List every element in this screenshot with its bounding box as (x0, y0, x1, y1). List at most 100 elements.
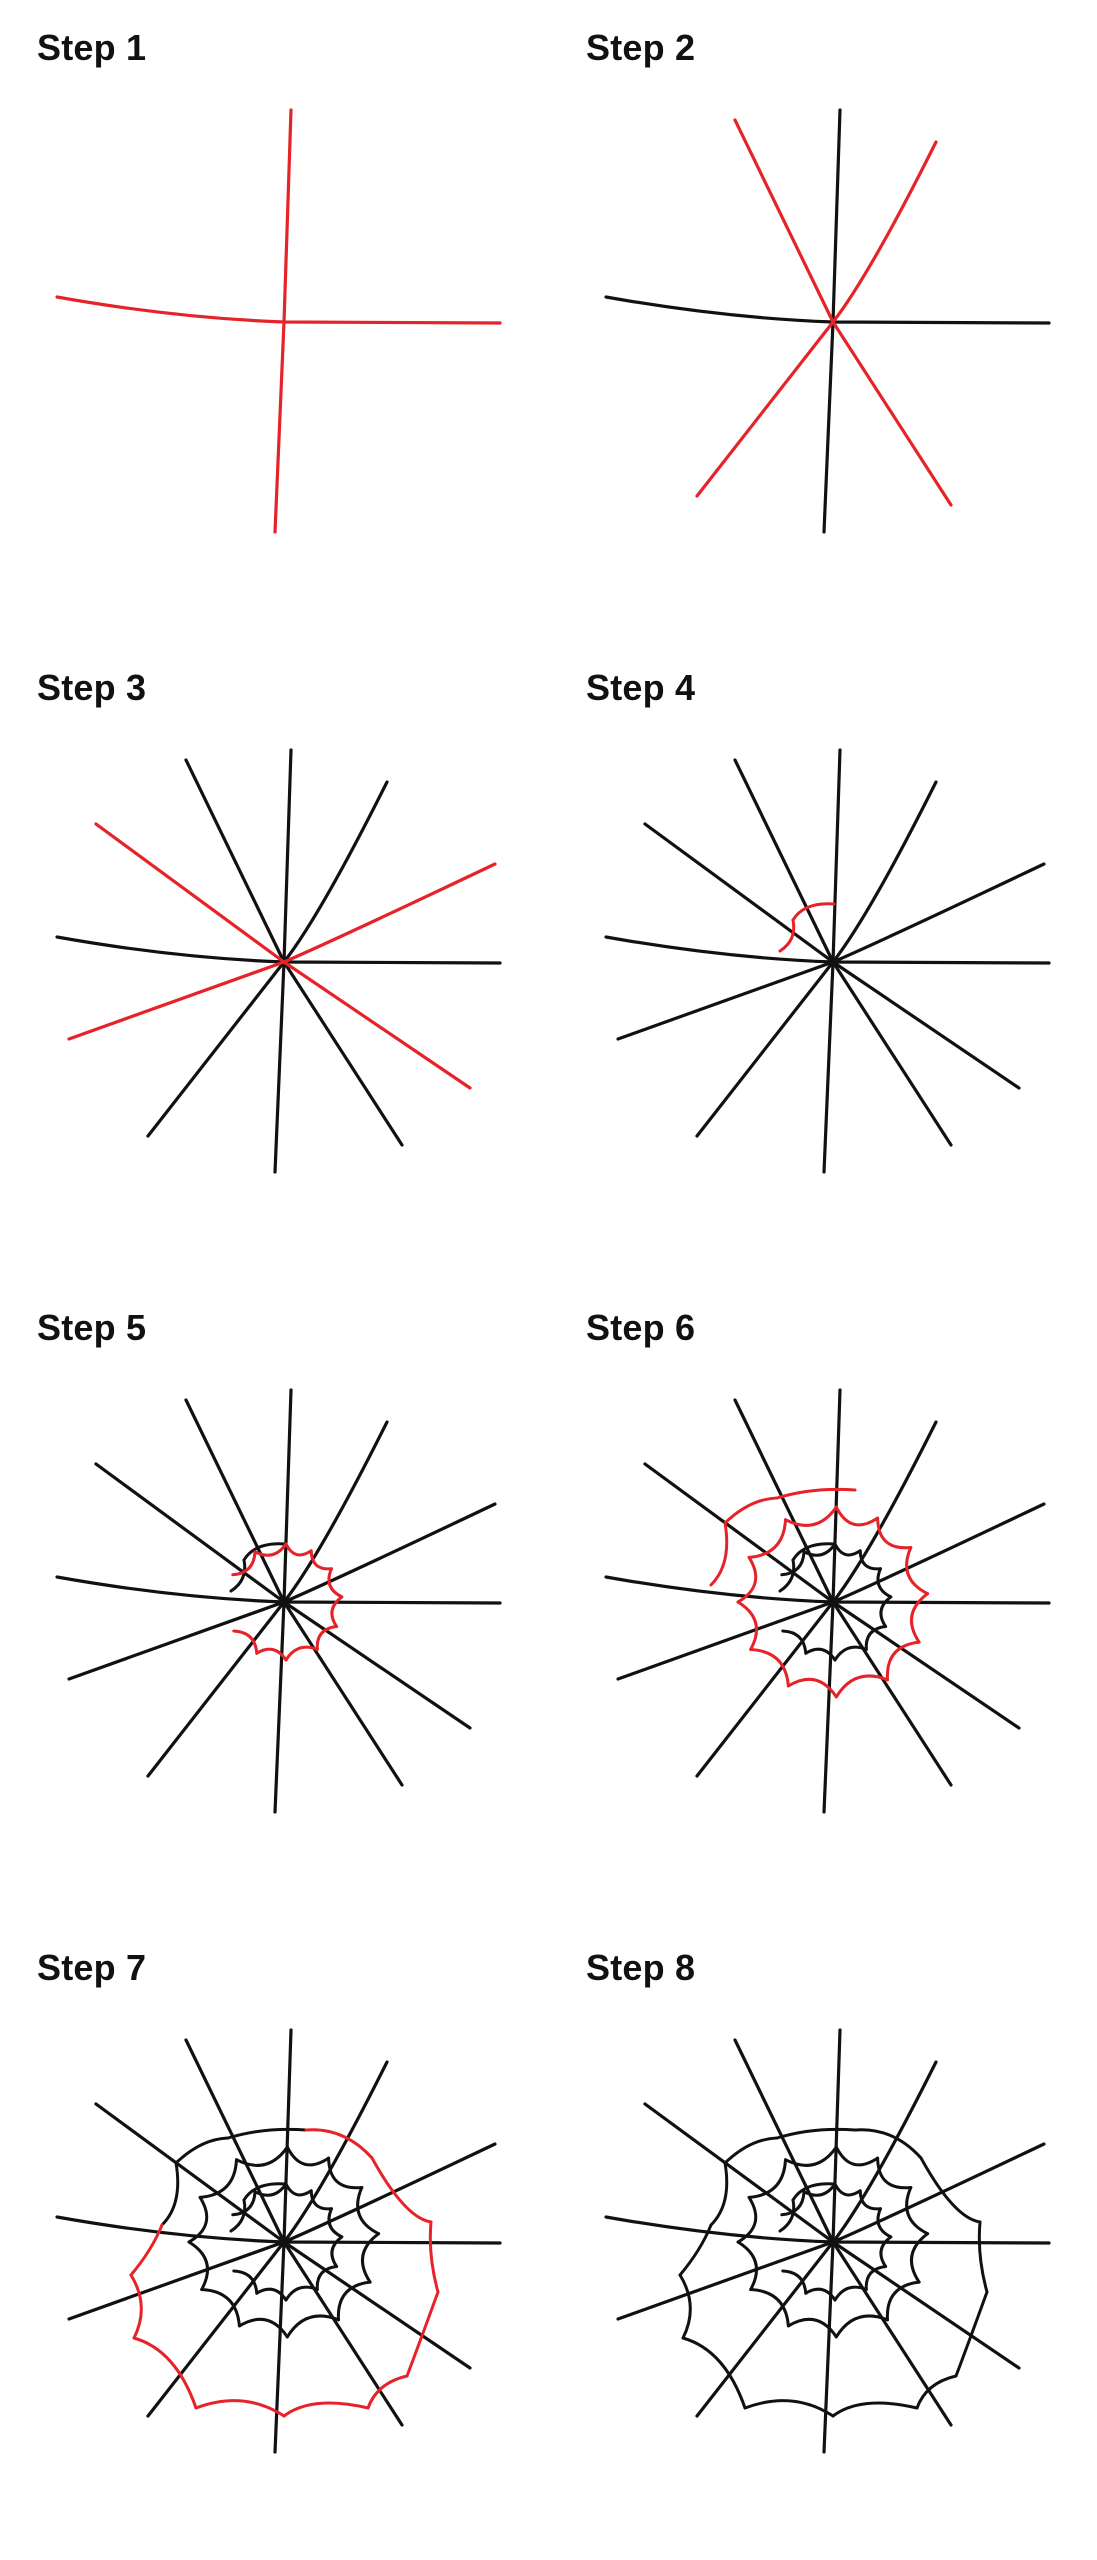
outer-arc-3 (709, 2161, 729, 2227)
outer-arc-5 (919, 2156, 982, 2224)
spoke-right-rising (616, 862, 1046, 1041)
outer-arc-12 (678, 2273, 692, 2340)
inner-arc-2 (309, 1549, 333, 1571)
step-panel-2: Step 2 (549, 0, 1097, 640)
outer-arc-3 (160, 2161, 180, 2227)
spoke-upper-right (146, 1420, 389, 1778)
inner-arc-2 (858, 1549, 882, 1571)
outer-arc-1 (174, 2136, 230, 2165)
middle-arc-5 (885, 2280, 921, 2322)
middle-arc-11 (747, 1518, 787, 1559)
inner-arc-1 (242, 2182, 287, 2202)
step-8-title: Step 8 (586, 1947, 696, 1988)
middle-arc-8 (749, 1648, 790, 1688)
inner-arc-6 (284, 1645, 319, 1662)
inner-arc-1 (242, 1542, 287, 1562)
inner-arc-2 (778, 1558, 796, 1593)
step-2-drawing (604, 108, 1051, 534)
inner-arc-5 (864, 2265, 888, 2291)
outer-arc-5 (370, 2156, 433, 2224)
middle-arc-9 (187, 2240, 210, 2291)
spoke-right-rising (616, 2142, 1046, 2321)
middle-arc-2 (876, 1516, 913, 1550)
inner-arc-12 (802, 1542, 837, 1557)
spoke-upper-right (146, 780, 389, 1138)
middle-arc-1 (834, 1505, 880, 1527)
middle-arc-3 (905, 2186, 930, 2236)
inner-arc-12 (802, 2182, 837, 2197)
middle-arc-10 (736, 1555, 758, 1604)
step-4-drawing (604, 748, 1051, 1174)
inner-arc-4 (330, 1595, 344, 1628)
outer-arc-13 (129, 2223, 164, 2277)
spoke-upper-right (695, 780, 938, 1138)
inner-arc-11 (231, 2190, 257, 2217)
inner-arc-3 (876, 1567, 893, 1599)
inner-arc-4 (879, 2235, 893, 2268)
inner-arc-3 (327, 1567, 344, 1599)
middle-arc-2 (327, 2156, 364, 2190)
step-panel-3: Step 3 (0, 640, 548, 1280)
inner-arc-1 (791, 2182, 836, 2202)
step-panel-5: Step 5 (0, 1280, 548, 1920)
outer-arc-9 (831, 2401, 919, 2418)
outer-arc-13 (678, 2223, 713, 2277)
middle-arc-3 (905, 1546, 930, 1596)
spoke-horizontal (604, 2215, 1051, 2245)
outer-arc-3 (709, 1521, 729, 1587)
middle-arc-6 (834, 1674, 889, 1699)
spoke-upper-right (695, 140, 938, 498)
step-5-drawing (55, 1388, 502, 1814)
inner-arc-2 (229, 2198, 247, 2233)
spoke-horizontal (604, 1575, 1051, 1605)
spoke-horizontal (55, 2215, 502, 2245)
outer-arc-10 (743, 2399, 835, 2418)
outer-arc-8 (915, 2374, 958, 2410)
inner-arc-11 (231, 1550, 257, 1577)
middle-arc-1 (834, 2145, 880, 2167)
step-3-title: Step 3 (37, 667, 147, 708)
inner-arc-2 (309, 2189, 333, 2211)
middle-arc-4 (910, 1592, 930, 1644)
inner-arc-8 (232, 1629, 259, 1655)
spoke-horizontal (604, 935, 1051, 965)
outer-arc-6 (428, 2220, 440, 2294)
step-7-drawing (55, 2028, 502, 2454)
middle-arc-4 (361, 2232, 381, 2284)
inner-arc-8 (781, 1629, 808, 1655)
inner-arc-5 (864, 1625, 888, 1651)
spoke-right-rising (67, 1502, 497, 1681)
inner-arc-6 (833, 2285, 868, 2302)
inner-arc-2 (778, 2198, 796, 2233)
outer-arc-11 (681, 2336, 747, 2410)
inner-arc-7 (255, 2287, 288, 2302)
outer-arc-7 (405, 2290, 440, 2378)
outer-arc-9 (282, 2401, 370, 2418)
spoke-horizontal (55, 295, 502, 325)
inner-arc-6 (284, 2285, 319, 2302)
step-panel-8: Step 8 (549, 1920, 1097, 2560)
outer-arc-2 (775, 2127, 857, 2140)
outer-arc-1 (723, 2136, 779, 2165)
spoke-upper-right (146, 2060, 389, 2418)
inner-arc-8 (781, 2269, 808, 2295)
inner-arc-1 (791, 1542, 836, 1562)
inner-arc-2 (229, 1558, 247, 1593)
inner-arc-1 (284, 1542, 313, 1557)
middle-arc-5 (885, 1640, 921, 1682)
spoke-upper-right (695, 1420, 938, 1778)
step-7-title: Step 7 (37, 1947, 147, 1988)
inner-arc-4 (879, 1595, 893, 1628)
middle-arc-10 (736, 2195, 758, 2244)
outer-arc-11 (132, 2336, 198, 2410)
inner-arc-1 (833, 2182, 862, 2197)
middle-arc-12 (235, 2145, 289, 2167)
spoke-right-rising (67, 862, 497, 1041)
step-panel-1: Step 1 (0, 0, 548, 640)
outer-arc-10 (194, 2399, 286, 2418)
middle-arc-4 (910, 2232, 930, 2284)
step-panel-6: Step 6 (549, 1280, 1097, 1920)
middle-arc-12 (784, 2145, 838, 2167)
inner-arc-6 (833, 1645, 868, 1662)
inner-arc-7 (804, 1647, 837, 1662)
